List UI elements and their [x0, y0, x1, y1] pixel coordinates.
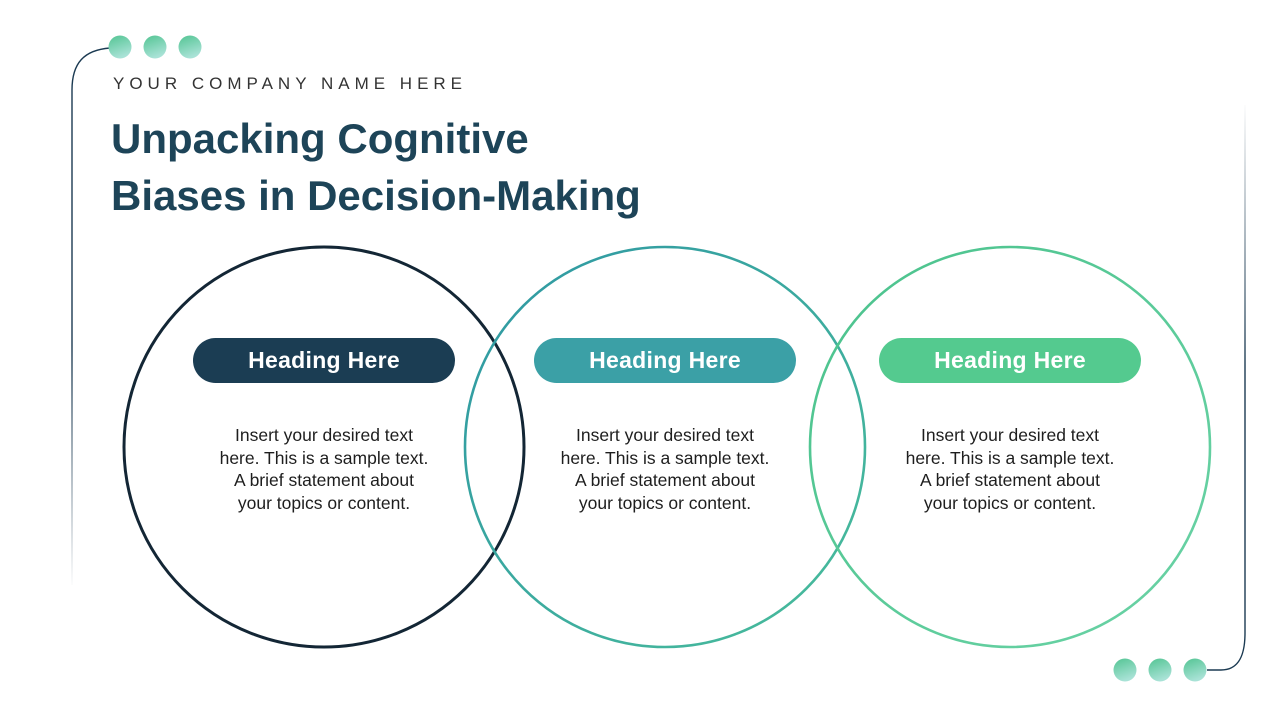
accent-dot: [108, 35, 132, 59]
bottom-right-connector-line: [1207, 105, 1246, 671]
heading-pill-1: Heading Here: [193, 338, 455, 383]
heading-pill-1-label: Heading Here: [248, 347, 400, 373]
card-3-body: Insert your desired text here. This is a…: [860, 424, 1160, 514]
card-3-body-line: Insert your desired text: [921, 425, 1099, 445]
venn-circle-1: [122, 245, 526, 649]
slide-title: Unpacking Cognitive Biases in Decision-M…: [111, 110, 641, 224]
bottom-right-accent-dots: [1113, 658, 1207, 682]
card-1-body-line: here. This is a sample text.: [219, 447, 429, 468]
venn-circle-3: [808, 245, 1212, 649]
heading-pill-3-label: Heading Here: [934, 347, 1086, 373]
heading-pill-2: Heading Here: [534, 338, 796, 383]
top-left-accent-dots: [108, 35, 202, 59]
card-2-body-line: here. This is a sample text.: [560, 447, 770, 468]
card-1-body-line: your topics or content.: [237, 492, 411, 513]
card-1-body-line: Insert your desired text: [235, 425, 413, 445]
card-3-body-line: A brief statement about: [920, 470, 1100, 491]
heading-pill-2-label: Heading Here: [589, 347, 741, 373]
card-1-body: Insert your desired text here. This is a…: [174, 424, 474, 514]
accent-dot: [143, 35, 167, 59]
company-name: YOUR COMPANY NAME HERE: [113, 74, 468, 93]
card-2-body-line: A brief statement about: [575, 470, 755, 491]
card-1-body-line: A brief statement about: [234, 470, 414, 491]
card-2-body-line: your topics or content.: [578, 492, 752, 513]
accent-dot: [1148, 658, 1172, 682]
top-left-connector-line: [71, 47, 111, 585]
card-2-body-line: Insert your desired text: [576, 425, 754, 445]
card-3-body-line: here. This is a sample text.: [905, 447, 1115, 468]
accent-dot: [178, 35, 202, 59]
card-3-body-line: your topics or content.: [923, 492, 1097, 513]
venn-circle-2: [463, 245, 867, 649]
slide-title-line-2: Biases in Decision-Making: [111, 172, 641, 219]
card-2-body: Insert your desired text here. This is a…: [515, 424, 815, 514]
accent-dot: [1183, 658, 1207, 682]
heading-pill-3: Heading Here: [879, 338, 1141, 383]
slide-title-line-1: Unpacking Cognitive: [111, 115, 529, 162]
accent-dot: [1113, 658, 1137, 682]
